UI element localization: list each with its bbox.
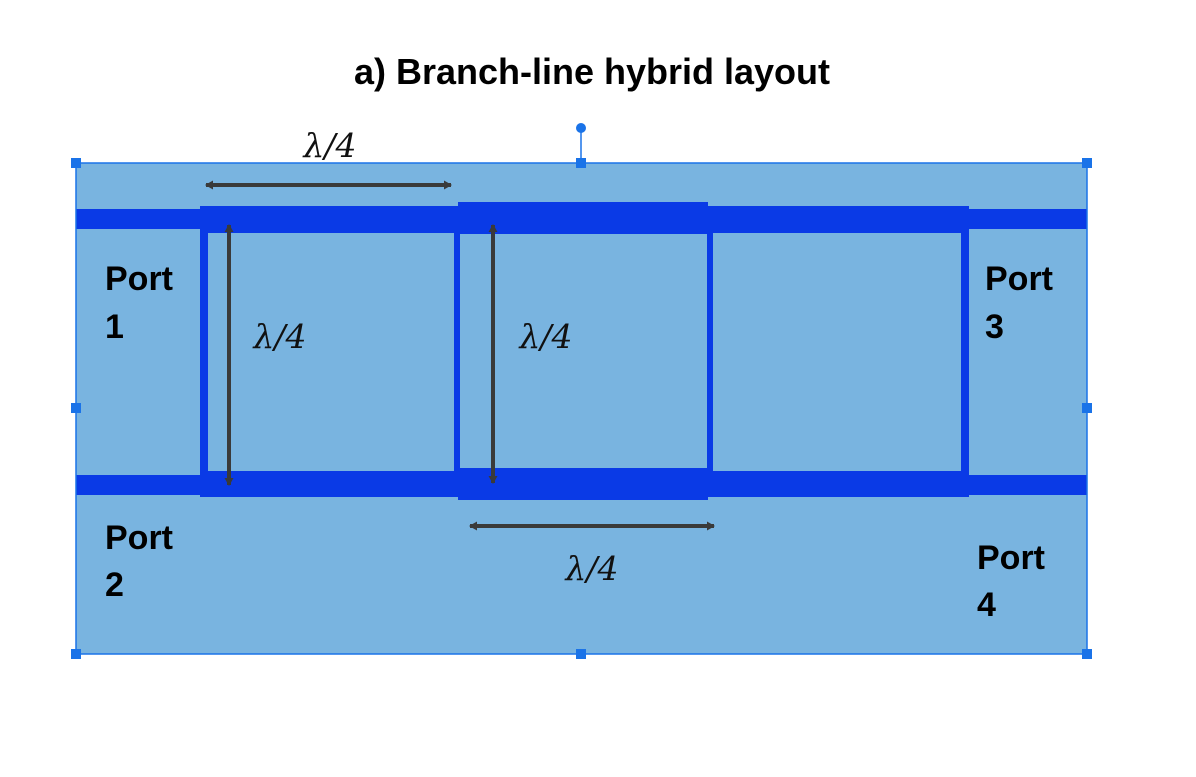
port-3-word: Port — [985, 260, 1053, 298]
top-feed-right — [965, 209, 1087, 229]
shunt-arm-3 — [707, 206, 713, 497]
shunt-arm-1 — [200, 206, 208, 497]
port-4-label: Port 4 — [977, 539, 1045, 624]
resize-handle-bottom-right[interactable] — [1082, 649, 1092, 659]
resize-handle-top-left[interactable] — [71, 158, 81, 168]
port-1-word: Port — [105, 260, 173, 298]
rotate-handle[interactable] — [576, 123, 586, 133]
resize-handle-top-right[interactable] — [1082, 158, 1092, 168]
top-series-arm-wide-section — [458, 202, 708, 234]
resize-handle-bottom-middle[interactable] — [576, 649, 586, 659]
bottom-arm-length-label: λ/4 — [563, 549, 618, 588]
bottom-feed-right — [965, 475, 1087, 495]
left-shunt-length-label: λ/4 — [251, 317, 306, 356]
port-2-label: Port 2 — [105, 519, 173, 604]
resize-handle-middle-left[interactable] — [71, 403, 81, 413]
dimension-arrows — [205, 180, 715, 531]
microstrip-traces — [76, 202, 1087, 500]
port-3-label: Port 3 — [985, 260, 1053, 346]
resize-handle-top-middle[interactable] — [576, 158, 586, 168]
bottom-series-arm-wide-section — [458, 468, 708, 500]
port-1-label: Port 1 — [105, 260, 173, 346]
resize-handle-bottom-left[interactable] — [71, 649, 81, 659]
resize-handle-middle-right[interactable] — [1082, 403, 1092, 413]
shunt-arm-2 — [454, 206, 460, 497]
top-arm-length-label: λ/4 — [301, 126, 356, 165]
bottom-feed-left — [76, 475, 202, 495]
middle-shunt-length-label: λ/4 — [517, 317, 572, 356]
diagram-title: a) Branch-line hybrid layout — [354, 51, 830, 92]
selection-frame[interactable] — [71, 123, 1092, 659]
substrate-background — [76, 163, 1087, 654]
top-feed-left — [76, 209, 202, 229]
port-2-number: 2 — [105, 566, 124, 604]
port-1-number: 1 — [105, 308, 124, 346]
port-4-number: 4 — [977, 586, 996, 624]
shunt-arm-4 — [961, 206, 969, 497]
port-4-word: Port — [977, 539, 1045, 577]
port-2-word: Port — [105, 519, 173, 557]
port-3-number: 3 — [985, 308, 1004, 346]
